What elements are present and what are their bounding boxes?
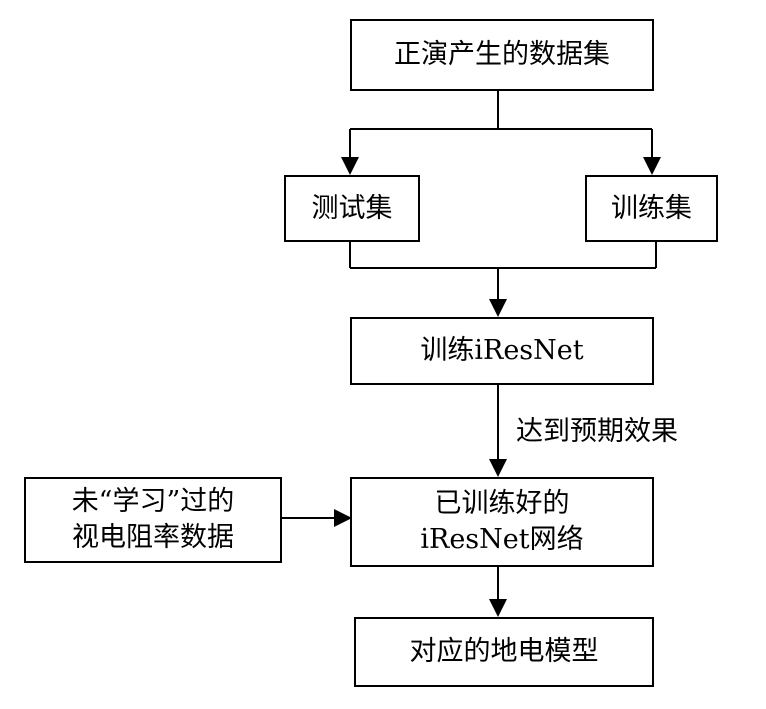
node-unlearned-data: 未“学习”过的 视电阻率数据	[24, 477, 282, 563]
node-train-net-label: 训练iResNet	[420, 335, 584, 366]
node-unlearned-data-line-1: 未“学习”过的	[71, 486, 235, 517]
node-train-set-label: 训练集	[611, 192, 692, 224]
node-test-set: 测试集	[284, 175, 420, 242]
arrowhead-to-geo-model	[489, 599, 507, 617]
node-geo-model: 对应的地电模型	[354, 617, 654, 687]
node-trained-net-line-1: 已训练好的	[434, 488, 570, 519]
arrowhead-to-test-set	[341, 157, 359, 175]
edge-label-expected-effect: 达到预期效果	[516, 416, 678, 447]
arrowhead-to-train-net	[489, 299, 507, 317]
node-dataset-label: 正演产生的数据集	[394, 39, 610, 70]
node-train-set: 训练集	[585, 175, 718, 242]
arrowhead-to-train-set	[643, 157, 661, 175]
node-geo-model-label: 对应的地电模型	[409, 636, 599, 667]
node-trained-net: 已训练好的 iResNet网络	[350, 477, 654, 567]
node-trained-net-line-2: iResNet网络	[420, 524, 584, 555]
arrowhead-to-trained-net	[489, 459, 507, 477]
node-test-set-label: 测试集	[311, 192, 393, 224]
arrowhead-unlearned-to-net	[334, 509, 352, 527]
node-dataset: 正演产生的数据集	[350, 19, 654, 91]
node-train-net: 训练iResNet	[350, 317, 654, 385]
node-unlearned-data-line-2: 视电阻率数据	[72, 522, 234, 553]
